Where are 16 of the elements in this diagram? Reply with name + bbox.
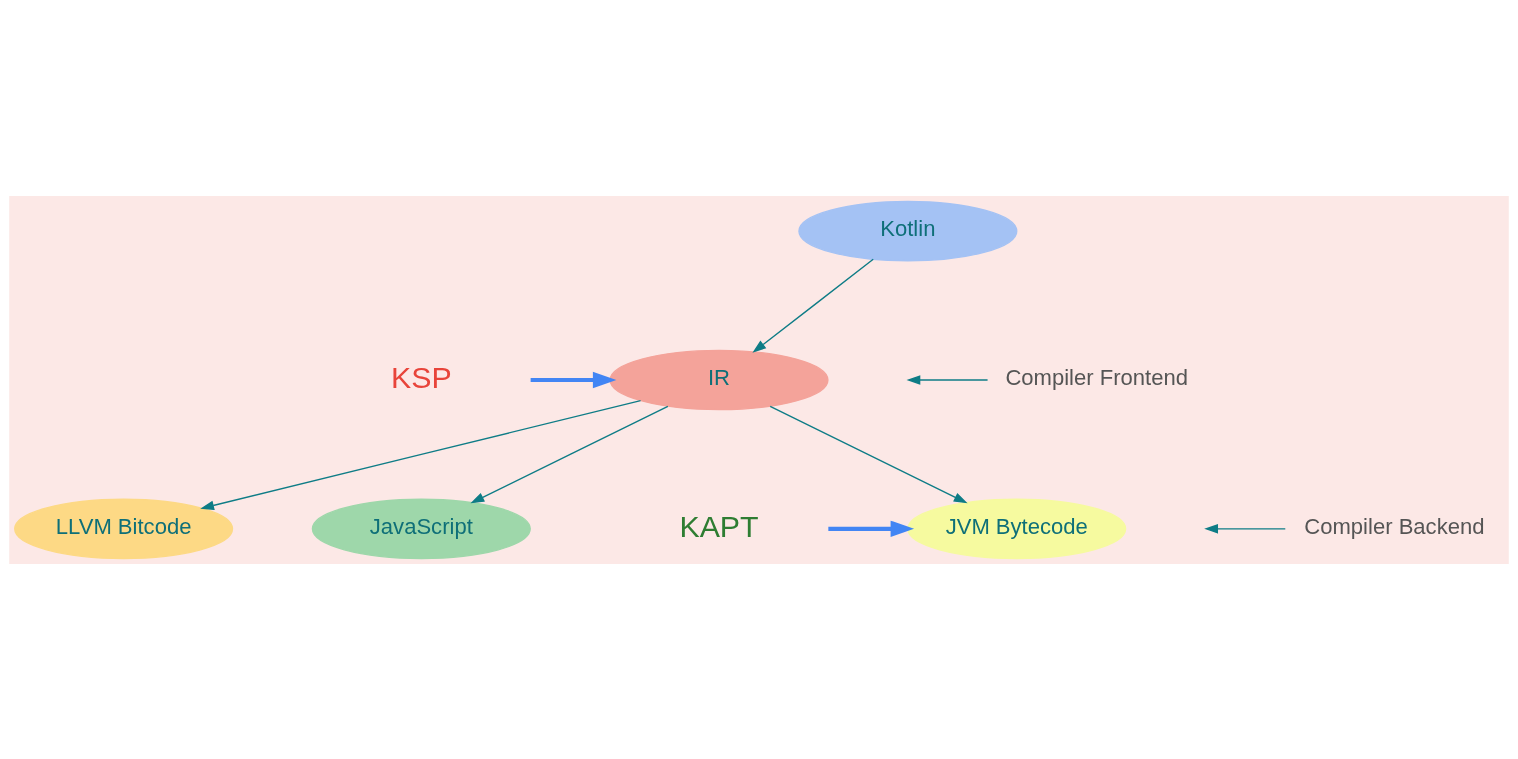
arrow	[769, 405, 968, 503]
arrow	[200, 399, 642, 510]
node-ellipse: JavaScript	[311, 498, 531, 559]
node-ellipse: Kotlin	[798, 200, 1018, 261]
arrow	[530, 371, 617, 388]
arrow	[752, 258, 874, 353]
node-text: Compiler Backend	[1304, 513, 1485, 539]
arrow	[906, 374, 989, 385]
arrow	[1204, 523, 1286, 534]
node-ellipse: IR	[609, 349, 829, 410]
node-text: KSP	[390, 360, 452, 394]
arrow	[828, 520, 915, 537]
node-text: KAPT	[679, 509, 759, 543]
arrow	[470, 405, 669, 503]
node-text: Compiler Frontend	[1005, 364, 1188, 390]
node-ellipse: JVM Bytecode	[907, 498, 1127, 559]
